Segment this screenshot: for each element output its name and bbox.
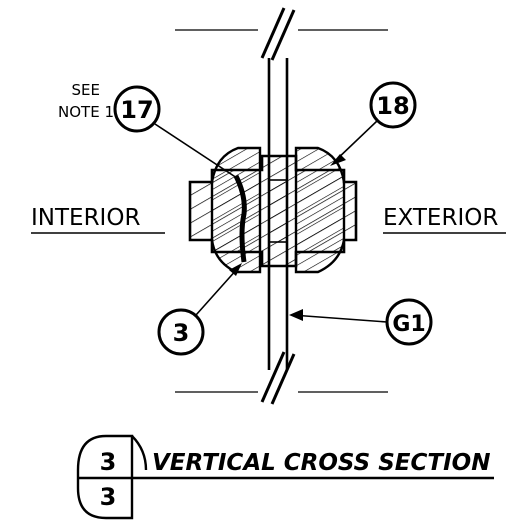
callout-g1-leader: [291, 314, 388, 323]
callout-17-leader: [154, 123, 241, 181]
anchor-strap: [233, 174, 247, 263]
callout-3-leader: [195, 267, 239, 316]
see-note-line1: SEE: [72, 81, 100, 99]
callout-18-label: 18: [376, 92, 409, 120]
callout-3-label: 3: [173, 319, 190, 347]
bottom-break-symbol: [258, 351, 298, 405]
callout-g1-label: G1: [392, 312, 425, 337]
callout-g1-arrowhead: [289, 309, 303, 321]
callout-3-arrowhead: [229, 263, 242, 276]
interior-label: INTERIOR: [31, 205, 140, 231]
section-sheet: 3: [100, 483, 117, 511]
callout-3-circle: [157, 308, 205, 356]
callout-18-arrowhead: [330, 154, 346, 166]
section-number: 3: [100, 448, 117, 476]
glass-through: [268, 179, 288, 243]
callout-17-label: 17: [120, 96, 153, 124]
callout-17-circle: [113, 85, 161, 133]
section-title: VERTICAL CROSS SECTION: [152, 450, 490, 476]
section-title-block: 3 3 VERTICAL CROSS SECTION: [76, 434, 494, 520]
top-break-symbol: [258, 7, 298, 61]
section-bubble: [76, 434, 134, 520]
callout-18-circle: [369, 81, 417, 129]
exterior-label: EXTERIOR: [383, 205, 498, 231]
see-note-line2: NOTE 1: [58, 103, 114, 121]
